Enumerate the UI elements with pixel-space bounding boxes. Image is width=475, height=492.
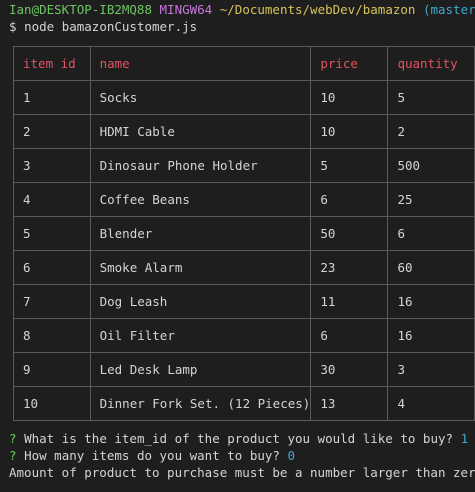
cell-name: Dog Leash [89, 284, 312, 319]
cell-price: 30 [310, 352, 389, 387]
answer-value: 1 [460, 431, 469, 446]
cell-price: 10 [310, 114, 389, 149]
cell-price: 11 [310, 284, 389, 319]
products-table-wrap: item id name price quantity 1 Socks 10 5… [13, 46, 475, 421]
cell-quantity: 25 [387, 182, 475, 217]
git-branch: (master) [422, 2, 475, 17]
cell-item-id: 9 [13, 352, 91, 387]
cell-name: Oil Filter [89, 318, 312, 353]
cell-name: Coffee Beans [89, 182, 312, 217]
cell-name: Dinner Fork Set. (12 Pieces) [89, 386, 312, 421]
question-item-id: ? What is the item_id of the product you… [9, 430, 475, 447]
cell-item-id: 7 [13, 284, 91, 319]
cell-price: 23 [310, 250, 389, 285]
cell-name: Led Desk Lamp [89, 352, 312, 387]
cell-quantity: 16 [387, 318, 475, 353]
command-line: $ node bamazonCustomer.js [9, 18, 475, 35]
table-row: 7 Dog Leash 11 16 [13, 284, 475, 319]
table-row: 1 Socks 10 5 [13, 80, 475, 115]
column-header-name: name [89, 46, 312, 81]
question-text: How many items do you want to buy? [24, 448, 280, 463]
cell-price: 50 [310, 216, 389, 251]
question-text: What is the item_id of the product you w… [24, 431, 454, 446]
shell-prompt-header: Ian@DESKTOP-IB2MQ88 MINGW64 ~/Documents/… [9, 1, 475, 18]
cell-name: Dinosaur Phone Holder [89, 148, 312, 183]
cell-quantity: 2 [387, 114, 475, 149]
cell-name: Socks [89, 80, 312, 115]
cell-quantity: 60 [387, 250, 475, 285]
user-host: Ian@DESKTOP-IB2MQ88 [9, 2, 152, 17]
cell-name: HDMI Cable [89, 114, 312, 149]
answer-value: 0 [287, 448, 295, 463]
table-row: 2 HDMI Cable 10 2 [13, 114, 475, 149]
prompt-symbol: $ [9, 19, 17, 34]
current-path: ~/Documents/webDev/bamazon [219, 2, 416, 17]
column-header-price: price [310, 46, 389, 81]
cell-price: 10 [310, 80, 389, 115]
cell-item-id: 5 [13, 216, 91, 251]
table-row: 9 Led Desk Lamp 30 3 [13, 352, 475, 387]
table-row: 8 Oil Filter 6 16 [13, 318, 475, 353]
cell-item-id: 4 [13, 182, 91, 217]
table-row: 5 Blender 50 6 [13, 216, 475, 251]
table-row: 10 Dinner Fork Set. (12 Pieces) 13 4 [13, 386, 475, 421]
cell-price: 6 [310, 318, 389, 353]
question-marker-icon: ? [9, 448, 17, 463]
table-row: 4 Coffee Beans 6 25 [13, 182, 475, 217]
products-table: item id name price quantity 1 Socks 10 5… [13, 46, 475, 421]
cell-item-id: 10 [13, 386, 91, 421]
shell-name: MINGW64 [159, 2, 213, 17]
validation-message: Amount of product to purchase must be a … [9, 465, 475, 480]
cell-name: Smoke Alarm [89, 250, 312, 285]
cell-quantity: 6 [387, 216, 475, 251]
cell-item-id: 6 [13, 250, 91, 285]
cell-name: Blender [89, 216, 312, 251]
table-row: 3 Dinosaur Phone Holder 5 500 [13, 148, 475, 183]
cell-quantity: 16 [387, 284, 475, 319]
question-quantity: ? How many items do you want to buy? 0 [9, 447, 475, 464]
table-row: 6 Smoke Alarm 23 60 [13, 250, 475, 285]
cell-price: 13 [310, 386, 389, 421]
table-header-row: item id name price quantity [13, 46, 475, 81]
cell-item-id: 1 [13, 80, 91, 115]
column-header-item-id: item id [13, 46, 91, 81]
prompt-block: ? What is the item_id of the product you… [9, 430, 475, 481]
cell-item-id: 2 [13, 114, 91, 149]
cell-quantity: 3 [387, 352, 475, 387]
cell-quantity: 5 [387, 80, 475, 115]
cell-quantity: 500 [387, 148, 475, 183]
cell-item-id: 8 [13, 318, 91, 353]
question-marker-icon: ? [9, 431, 17, 446]
cell-price: 5 [310, 148, 389, 183]
cell-item-id: 3 [13, 148, 91, 183]
column-header-quantity: quantity [387, 46, 475, 81]
cell-quantity: 4 [387, 386, 475, 421]
command-text: node bamazonCustomer.js [24, 19, 198, 34]
cell-price: 6 [310, 182, 389, 217]
